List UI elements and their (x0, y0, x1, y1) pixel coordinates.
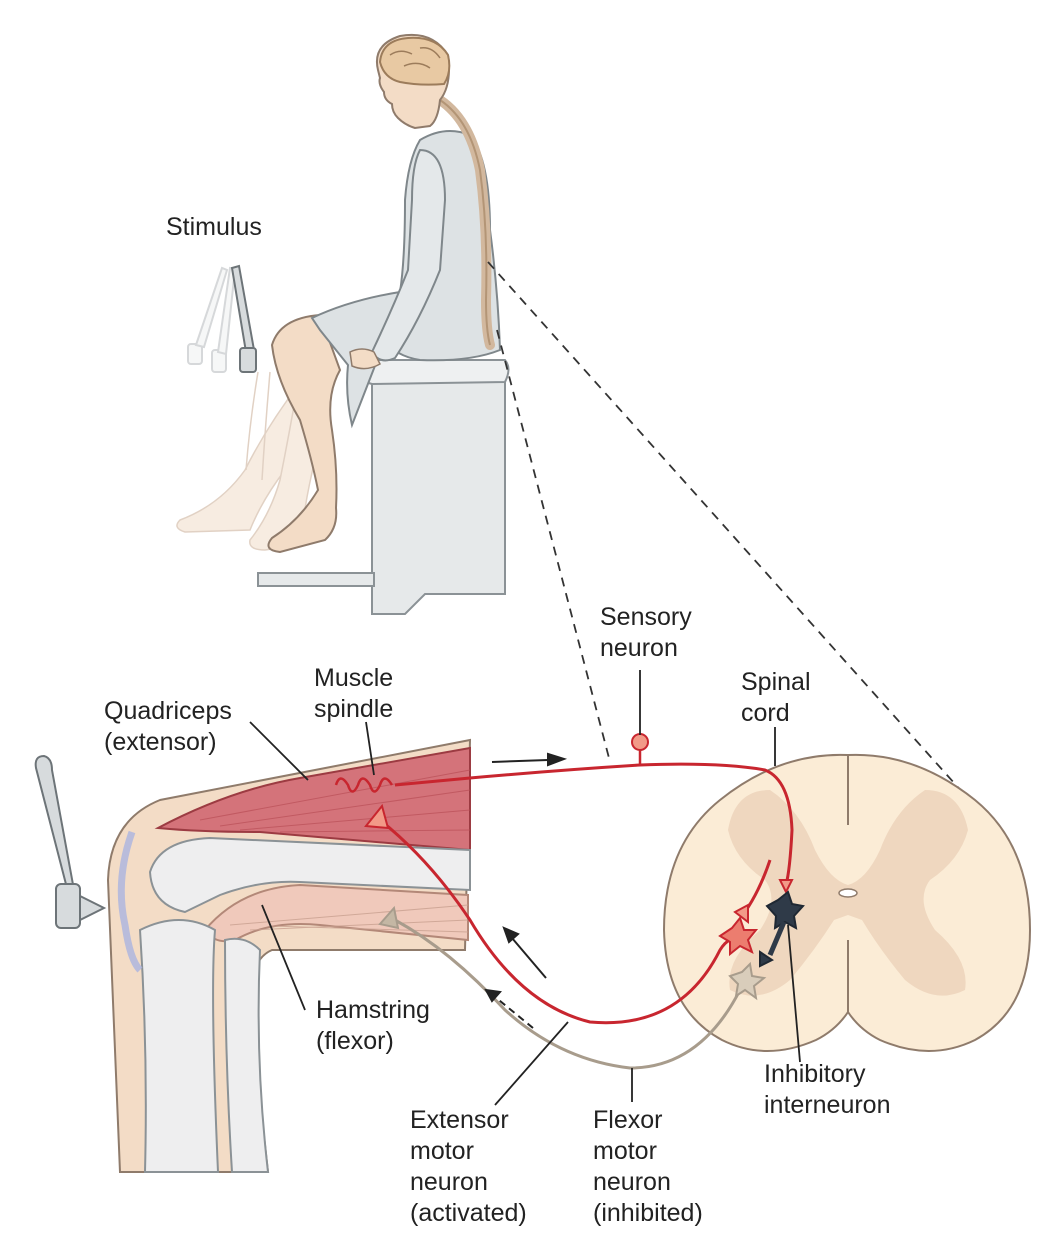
brain (378, 36, 451, 86)
flexor-motor-neuron-fiber (394, 918, 742, 1070)
inhibitory-interneuron-label-line-1: Inhibitory (764, 1060, 866, 1088)
sensory-neuron-fiber (394, 762, 794, 886)
inhibitory-interneuron-label: Inhibitory interneuron (764, 1059, 890, 1121)
stimulus-label: Stimulus (166, 213, 262, 241)
sensory-neuron-label-line-1: Sensory (600, 603, 692, 631)
muscle-spindle-label-line-1: Muscle (314, 664, 394, 692)
extensor-motor-neuron-label-line-3: neuron (410, 1168, 488, 1196)
hamstring-label-line-2: (flexor) (316, 1027, 394, 1055)
extensor-direction-arrow (502, 926, 547, 979)
flexor-direction-arrow (484, 988, 534, 1029)
flexor-motor-neuron-cell (728, 961, 767, 1001)
extensor-motor-neuron-label-line-2: motor (410, 1137, 474, 1165)
hamstring-muscle (203, 883, 469, 943)
reflex-hammer-bottom (34, 754, 107, 929)
spinal-cord-label-line-1: Spinal (741, 668, 811, 696)
leg (267, 313, 342, 554)
extensor-motor-neuron-cell (718, 915, 759, 957)
hamstring-label: Hamstring (flexor) (316, 995, 430, 1057)
arm (370, 148, 447, 362)
flexor-motor-neuron-label: Flexor motor neuron (inhibited) (593, 1105, 703, 1229)
muscle-spindle-label-line-2: spindle (314, 695, 394, 723)
flexor-motor-neuron-label-line-1: Flexor (593, 1106, 663, 1134)
extensor-motor-neuron-label-line-4: (activated) (410, 1199, 527, 1227)
extensor-motor-neuron-fiber (379, 818, 731, 1025)
sensory-neuron-label-line-2: neuron (600, 634, 678, 662)
neural-pathways (334, 733, 805, 1070)
inhibitory-interneuron-label-line-2: interneuron (764, 1091, 891, 1119)
flexor-motor-neuron-label-line-4: (inhibited) (593, 1199, 703, 1227)
knee-section (106, 738, 472, 1173)
extensor-motor-neuron-label: Extensor motor neuron (activated) (410, 1105, 527, 1229)
seated-person (176, 33, 510, 615)
projection-lines (487, 261, 973, 804)
extensor-motor-neuron-label-line-1: Extensor (410, 1106, 509, 1134)
quadriceps-label: Quadriceps (extensor) (104, 696, 232, 758)
inhibitory-interneuron (765, 890, 805, 930)
spinal-cord-label: Spinal cord (741, 667, 811, 729)
spinal-cord-section (662, 753, 1032, 1052)
spinal-cord-label-line-2: cord (741, 699, 790, 727)
quadriceps-label-line-1: Quadriceps (104, 697, 232, 725)
hand (349, 348, 381, 370)
muscle-spindle-label: Muscle spindle (314, 663, 393, 725)
sensory-neuron-cell-body (631, 733, 649, 751)
sensory-direction-arrow (491, 752, 568, 767)
flexor-motor-neuron-label-line-3: neuron (593, 1168, 671, 1196)
quadriceps-label-line-2: (extensor) (104, 728, 217, 756)
muscle-spindle-coil (334, 777, 394, 793)
flexor-motor-neuron-label-line-2: motor (593, 1137, 657, 1165)
hamstring-label-line-1: Hamstring (316, 996, 430, 1024)
leader-lines (249, 670, 801, 1106)
direction-arrows (484, 752, 568, 1029)
reflex-hammer-top (187, 264, 257, 373)
sensory-neuron-label: Sensory neuron (600, 602, 692, 664)
